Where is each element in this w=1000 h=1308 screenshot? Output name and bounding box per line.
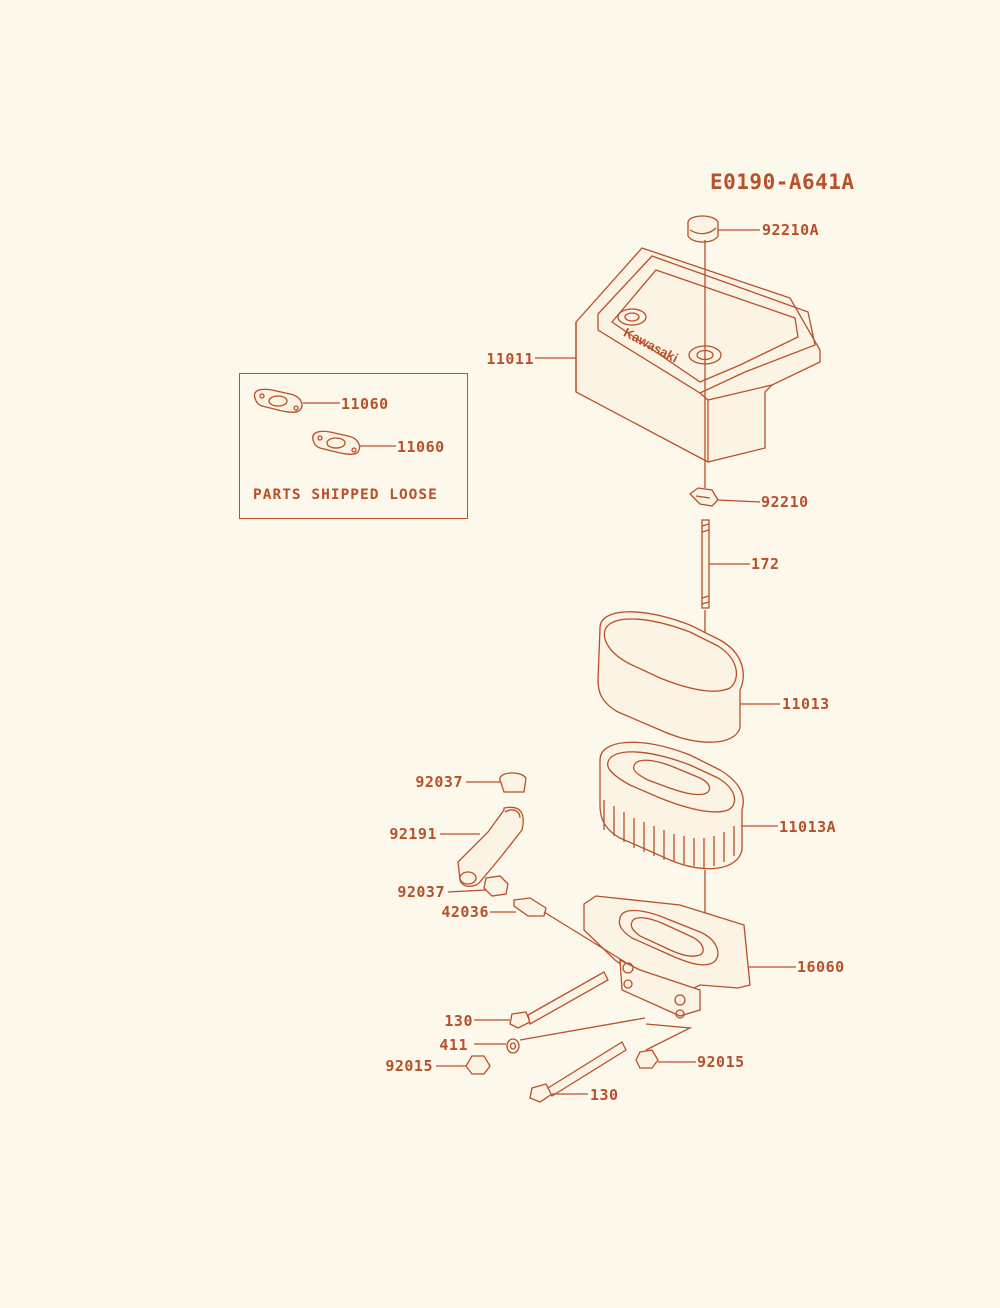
callout-gasket-1: 11060: [341, 395, 389, 413]
pre-cleaner-11013-part: [597, 611, 780, 743]
callout-breather-hose: 92191: [389, 825, 437, 843]
cover-11011-part: Kawasaki: [535, 247, 821, 463]
callout-pre-cleaner: 11013: [782, 695, 830, 713]
base-16060-part: [583, 895, 796, 1019]
callout-wing-nut: 92210: [761, 493, 809, 511]
diagram-code: E0190-A641A: [710, 170, 855, 194]
callout-pipe: 42036: [441, 903, 489, 921]
parts-shipped-loose-label: PARTS SHIPPED LOOSE: [253, 487, 438, 503]
callout-element: 11013A: [779, 818, 837, 836]
callout-cover: 11011: [486, 350, 534, 368]
hose-assembly-parts: [440, 772, 626, 963]
filter-element-11013a-part: [599, 741, 778, 930]
callout-base: 16060: [797, 958, 845, 976]
fasteners-parts: [436, 971, 696, 1103]
callout-cap-top: 92210A: [762, 221, 820, 239]
callout-washer: 411: [439, 1036, 468, 1054]
callout-clamp-lower: 92037: [397, 883, 445, 901]
callout-bolt-upper: 130: [444, 1012, 473, 1030]
callout-gasket-2: 11060: [397, 438, 445, 456]
callout-stud: 172: [751, 555, 780, 573]
callout-bolt-lower: 130: [590, 1086, 619, 1104]
callout-nut-left: 92015: [385, 1057, 433, 1075]
stud-172-part: [701, 519, 750, 640]
callout-nut-right: 92015: [697, 1053, 745, 1071]
parts-shipped-loose-box: [239, 373, 468, 519]
cap-92210a-part: [687, 215, 760, 243]
callout-clamp-upper: 92037: [415, 773, 463, 791]
gasket-11060-parts: [253, 388, 396, 455]
wing-nut-92210-part: [689, 487, 761, 507]
